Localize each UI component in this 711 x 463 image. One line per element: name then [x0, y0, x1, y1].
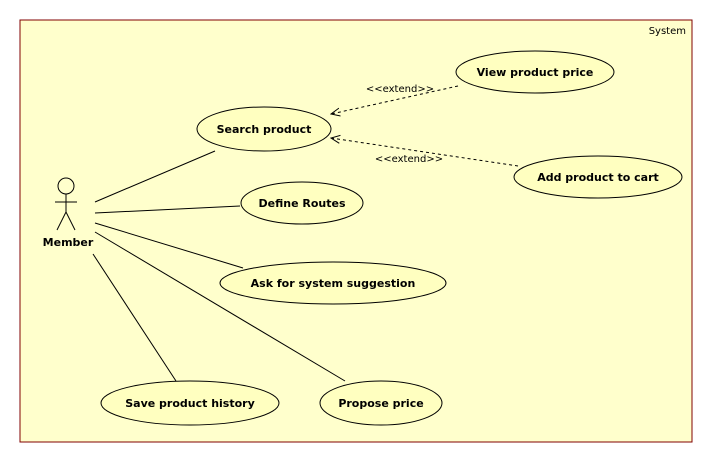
system-label: System — [649, 26, 686, 37]
actor-head — [57, 177, 75, 195]
actor-leg-left — [56, 211, 67, 231]
usecase-view-price-label: View product price — [477, 66, 594, 79]
assoc-search — [94, 150, 216, 203]
assoc-save-history — [92, 253, 177, 382]
usecase-propose-price[interactable]: Propose price — [319, 380, 443, 426]
actor-label: Member — [43, 236, 94, 249]
usecase-search-label: Search product — [217, 123, 312, 136]
usecase-view-price[interactable]: View product price — [455, 50, 615, 94]
assoc-propose-price — [94, 231, 346, 382]
usecase-define-routes-label: Define Routes — [259, 197, 346, 210]
usecase-save-history[interactable]: Save product history — [100, 380, 280, 426]
extend-cart-label: <<extend>> — [375, 154, 443, 165]
extend-cart-line — [331, 138, 519, 167]
extend-view-label: <<extend>> — [366, 84, 434, 95]
usecase-suggestion-label: Ask for system suggestion — [251, 277, 416, 290]
assoc-define-routes — [94, 205, 241, 214]
usecase-search-product[interactable]: Search product — [196, 106, 332, 152]
usecase-add-cart[interactable]: Add product to cart — [513, 155, 683, 199]
usecase-propose-price-label: Propose price — [338, 397, 423, 410]
usecase-suggestion[interactable]: Ask for system suggestion — [219, 261, 447, 305]
actor-leg-right — [65, 211, 76, 231]
usecase-define-routes[interactable]: Define Routes — [240, 181, 364, 225]
system-boundary — [19, 19, 693, 443]
actor-member[interactable]: Member — [43, 177, 94, 249]
usecase-save-history-label: Save product history — [125, 397, 255, 410]
assoc-suggestion — [94, 222, 244, 269]
usecase-add-cart-label: Add product to cart — [537, 171, 659, 184]
extend-view-line — [331, 85, 459, 114]
